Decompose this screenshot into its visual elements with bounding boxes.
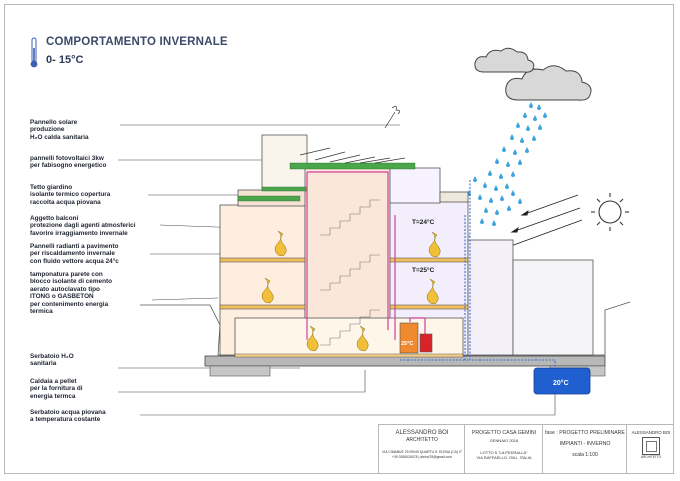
rainwater-cistern xyxy=(533,367,591,395)
sheet-frame xyxy=(4,4,674,474)
logo-icon xyxy=(642,437,660,455)
title-block-phase: fase : PROGETTO PRELIMINARE IMPIANTI - I… xyxy=(542,424,627,474)
radiant-floor-panels xyxy=(219,257,469,358)
temp-boiler: 25°C xyxy=(401,341,414,347)
temp-lower-room: T=25°C xyxy=(412,267,435,274)
rain-icon xyxy=(467,102,547,226)
sun-icon xyxy=(591,193,629,231)
title-block-project: PROGETTO CASA GEMINI GENNAIO 2016 LOTTO … xyxy=(464,424,543,474)
leader-lines xyxy=(118,124,556,416)
thermometer-icon xyxy=(30,37,38,68)
hot-water-pipes xyxy=(306,171,426,340)
solar-panel xyxy=(299,106,406,164)
title-block-architect: ALESSANDRO BOI ARCHITETTO VIA CIMABUE 29… xyxy=(378,424,465,474)
title-block xyxy=(378,424,674,474)
temp-upper-room: T=24°C xyxy=(412,219,435,226)
warm-air-icons xyxy=(261,230,441,352)
title-block-logo: ALESSANDRO BOI ARCHITETTO xyxy=(626,424,675,474)
building-section xyxy=(219,134,594,357)
staircase xyxy=(320,199,380,346)
cloud-icon xyxy=(474,47,592,101)
page-title: COMPORTAMENTO INVERNALE xyxy=(46,36,228,48)
sun-ray-arrows xyxy=(498,194,583,251)
outdoor-temperature: 0- 15°C xyxy=(46,54,84,66)
cold-water-pipes xyxy=(400,180,556,372)
boiler-unit xyxy=(399,322,433,354)
temp-cistern: 20°C xyxy=(553,380,569,387)
